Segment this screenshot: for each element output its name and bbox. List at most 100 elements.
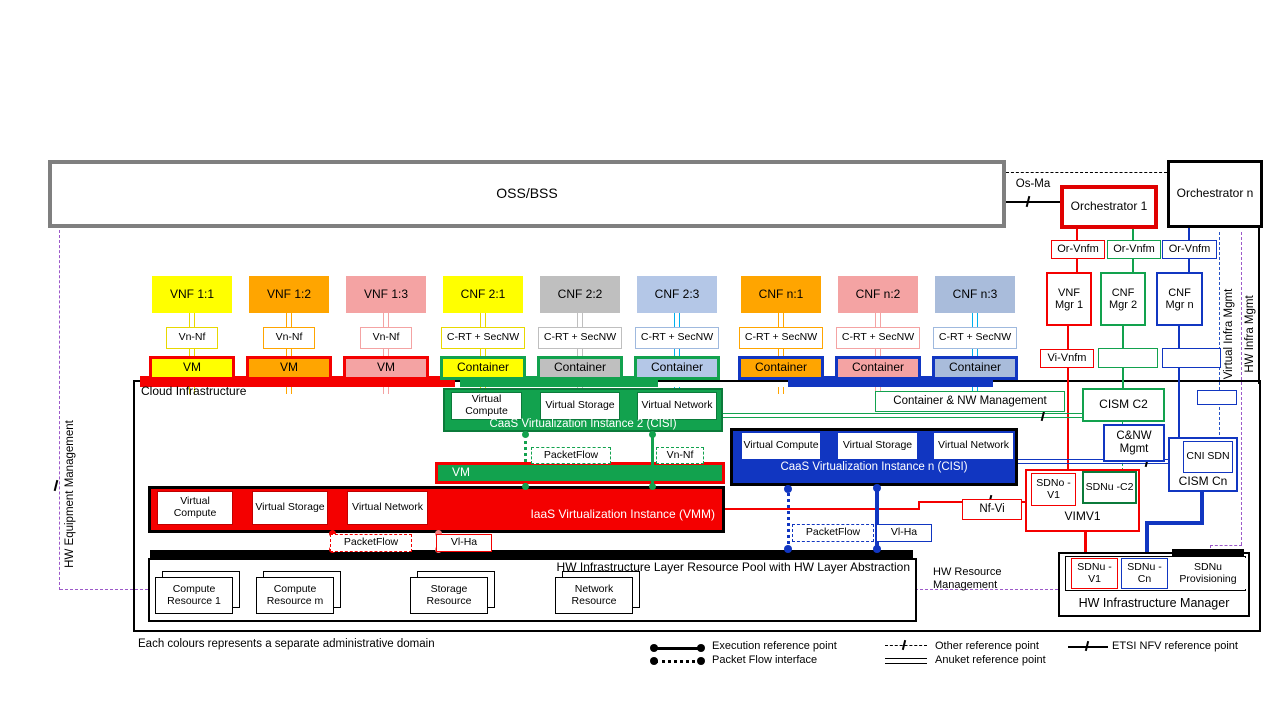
bar-tick bbox=[189, 387, 195, 394]
vn-nf-ref-box: Vn-Nf bbox=[166, 327, 218, 349]
legend-other-label: Other reference point bbox=[935, 640, 1039, 652]
crt-secnw-ref-box: C-RT + SecNW bbox=[933, 327, 1017, 349]
hw-abstraction-bar bbox=[150, 550, 913, 558]
execution-dot bbox=[435, 530, 442, 537]
network-resource: Network Resource bbox=[555, 577, 633, 614]
crt-secnw-ref-box: C-RT + SecNW bbox=[836, 327, 920, 349]
bar-tick bbox=[972, 387, 978, 394]
empty-blue-small-box bbox=[1197, 390, 1237, 405]
container-unit-box: Container bbox=[738, 356, 824, 380]
iaas-title: IaaS Virtualization Instance (VMM) bbox=[530, 507, 715, 521]
packet-flow-line-blue bbox=[787, 488, 790, 550]
caas2-packetflow-label: PacketFlow bbox=[531, 447, 611, 464]
sdnu-c2-box: SDNu -C2 bbox=[1082, 471, 1137, 504]
sdnu-cn-box: SDNu -Cn bbox=[1121, 558, 1168, 589]
empty-blue-ref-box bbox=[1162, 348, 1221, 368]
hw-infra-mgmt-label: HW Infra Mgmt bbox=[1244, 295, 1256, 373]
legend-anuket-line bbox=[885, 658, 927, 664]
packet-flow-dot bbox=[522, 483, 529, 490]
vm-layer-bar: VM bbox=[435, 462, 725, 484]
cnf-n-2-box: CNF n:2 bbox=[838, 276, 918, 313]
nf-vi-line-step bbox=[918, 501, 920, 510]
vim-label: VIMV1 bbox=[1064, 509, 1101, 523]
legend-packetflow-dot bbox=[697, 657, 705, 665]
legend-execution-label: Execution reference point bbox=[712, 640, 837, 652]
packet-flow-line-green bbox=[524, 434, 527, 486]
hw-infra-manager-label: HW Infrastructure Manager bbox=[1078, 596, 1230, 610]
vnf-1-1-box: VNF 1:1 bbox=[152, 276, 232, 313]
execution-dot bbox=[649, 483, 656, 490]
legend-etsi-label: ETSI NFV reference point bbox=[1112, 640, 1238, 652]
cism-c2-box: CISM C2 bbox=[1082, 388, 1165, 422]
sdnu-v1-box: SDNu -V1 bbox=[1071, 558, 1118, 589]
vim-sdnu-line bbox=[1084, 532, 1087, 559]
caasn-virtual-network: Virtual Network bbox=[933, 432, 1014, 460]
vnf-mgr-1-box: VNF Mgr 1 bbox=[1046, 272, 1092, 326]
os-ma-label: Os-Ma bbox=[1015, 178, 1051, 190]
caasn-virtual-compute: Virtual Compute bbox=[741, 432, 821, 460]
bar-tick bbox=[286, 387, 292, 394]
cnf-n-3-box: CNF n:3 bbox=[935, 276, 1015, 313]
compute-resource-1: Compute Resource 1 bbox=[155, 577, 233, 614]
packet-flow-dot bbox=[329, 530, 336, 537]
caas2-virtual-network: Virtual Network bbox=[637, 392, 717, 420]
legend-execution-line bbox=[655, 647, 701, 650]
or-vnfm-blue-box: Or-Vnfm bbox=[1162, 240, 1217, 259]
compute-resource-m: Compute Resource m bbox=[256, 577, 334, 614]
caas2-virtual-compute: Virtual Compute bbox=[451, 392, 522, 420]
crt-secnw-ref-box: C-RT + SecNW bbox=[739, 327, 823, 349]
sdnu-provisioning-label: SDNu Provisioning bbox=[1170, 558, 1246, 589]
cnf-2-1-box: CNF 2:1 bbox=[443, 276, 523, 313]
iaas-vlha-label: Vl-Ha bbox=[436, 534, 492, 552]
execution-line-blue bbox=[875, 486, 879, 550]
green-domain-bar bbox=[460, 376, 658, 387]
legend-execution-dot bbox=[650, 644, 658, 652]
crt-secnw-ref-box: C-RT + SecNW bbox=[635, 327, 719, 349]
execution-dot bbox=[649, 431, 656, 438]
anuket-line-blue bbox=[1017, 459, 1168, 464]
caas2-vnnf-label: Vn-Nf bbox=[656, 447, 704, 464]
nf-vi-box: Nf-Vi bbox=[962, 499, 1022, 520]
red-domain-bar bbox=[140, 376, 455, 387]
etsi-tick bbox=[53, 479, 59, 492]
vnf-1-3-box: VNF 1:3 bbox=[346, 276, 426, 313]
hw-infra-mgmt-elbow-h bbox=[1210, 545, 1242, 546]
caasn-packetflow-label: PacketFlow bbox=[792, 524, 874, 542]
iaas-virtual-network: Virtual Network bbox=[347, 491, 428, 525]
anuket-line-green bbox=[717, 413, 1082, 418]
cnf-mgr-2-box: CNF Mgr 2 bbox=[1100, 272, 1146, 326]
nf-vi-line-a bbox=[724, 508, 918, 510]
legend-packetflow-dot bbox=[650, 657, 658, 665]
container-unit-box: Container bbox=[835, 356, 921, 380]
cnw-mgmt-box: C&NW Mgmt bbox=[1103, 424, 1165, 462]
blue-domain-bar bbox=[788, 376, 993, 387]
cismcn-sdnu-line-v2 bbox=[1145, 521, 1149, 558]
storage-resource: Storage Resource bbox=[410, 577, 488, 614]
vm-unit-box: VM bbox=[149, 356, 235, 380]
cnf-n-1-box: CNF n:1 bbox=[741, 276, 821, 313]
packet-flow-dot bbox=[784, 545, 792, 553]
oss-orchn-dashed-line bbox=[1006, 172, 1167, 173]
hw-infra-mgmt-line bbox=[1241, 232, 1242, 545]
or-vnfm-red-box: Or-Vnfm bbox=[1051, 240, 1105, 259]
caasn-virtual-storage: Virtual Storage bbox=[837, 432, 918, 460]
cni-sdn-box: CNI SDN bbox=[1183, 441, 1233, 473]
os-ma-line bbox=[1006, 201, 1060, 203]
cismcn-sdnu-line-v1 bbox=[1200, 492, 1204, 525]
vnf-1-2-box: VNF 1:2 bbox=[249, 276, 329, 313]
legend-etsi-line bbox=[1068, 646, 1108, 648]
caas2-title: CaaS Virtualization Instance 2 (CISI) bbox=[489, 418, 677, 430]
oss-bss-box: OSS/BSS bbox=[48, 160, 1006, 228]
packet-flow-dot bbox=[522, 431, 529, 438]
vm-unit-box: VM bbox=[343, 356, 429, 380]
legend-packetflow-label: Packet Flow interface bbox=[712, 654, 818, 666]
vi-vnfm-box: Vi-Vnfm bbox=[1040, 349, 1094, 368]
container-unit-box: Container bbox=[634, 356, 720, 380]
packet-flow-dot bbox=[784, 485, 792, 493]
admin-domain-note: Each colours represents a separate admin… bbox=[138, 638, 435, 650]
execution-line-green bbox=[651, 432, 654, 486]
hw-equipment-mgmt-line bbox=[59, 230, 60, 590]
bar-tick bbox=[875, 387, 881, 394]
cnf-mgr-n-box: CNF Mgr n bbox=[1156, 272, 1203, 326]
cnf-2-2-box: CNF 2:2 bbox=[540, 276, 620, 313]
